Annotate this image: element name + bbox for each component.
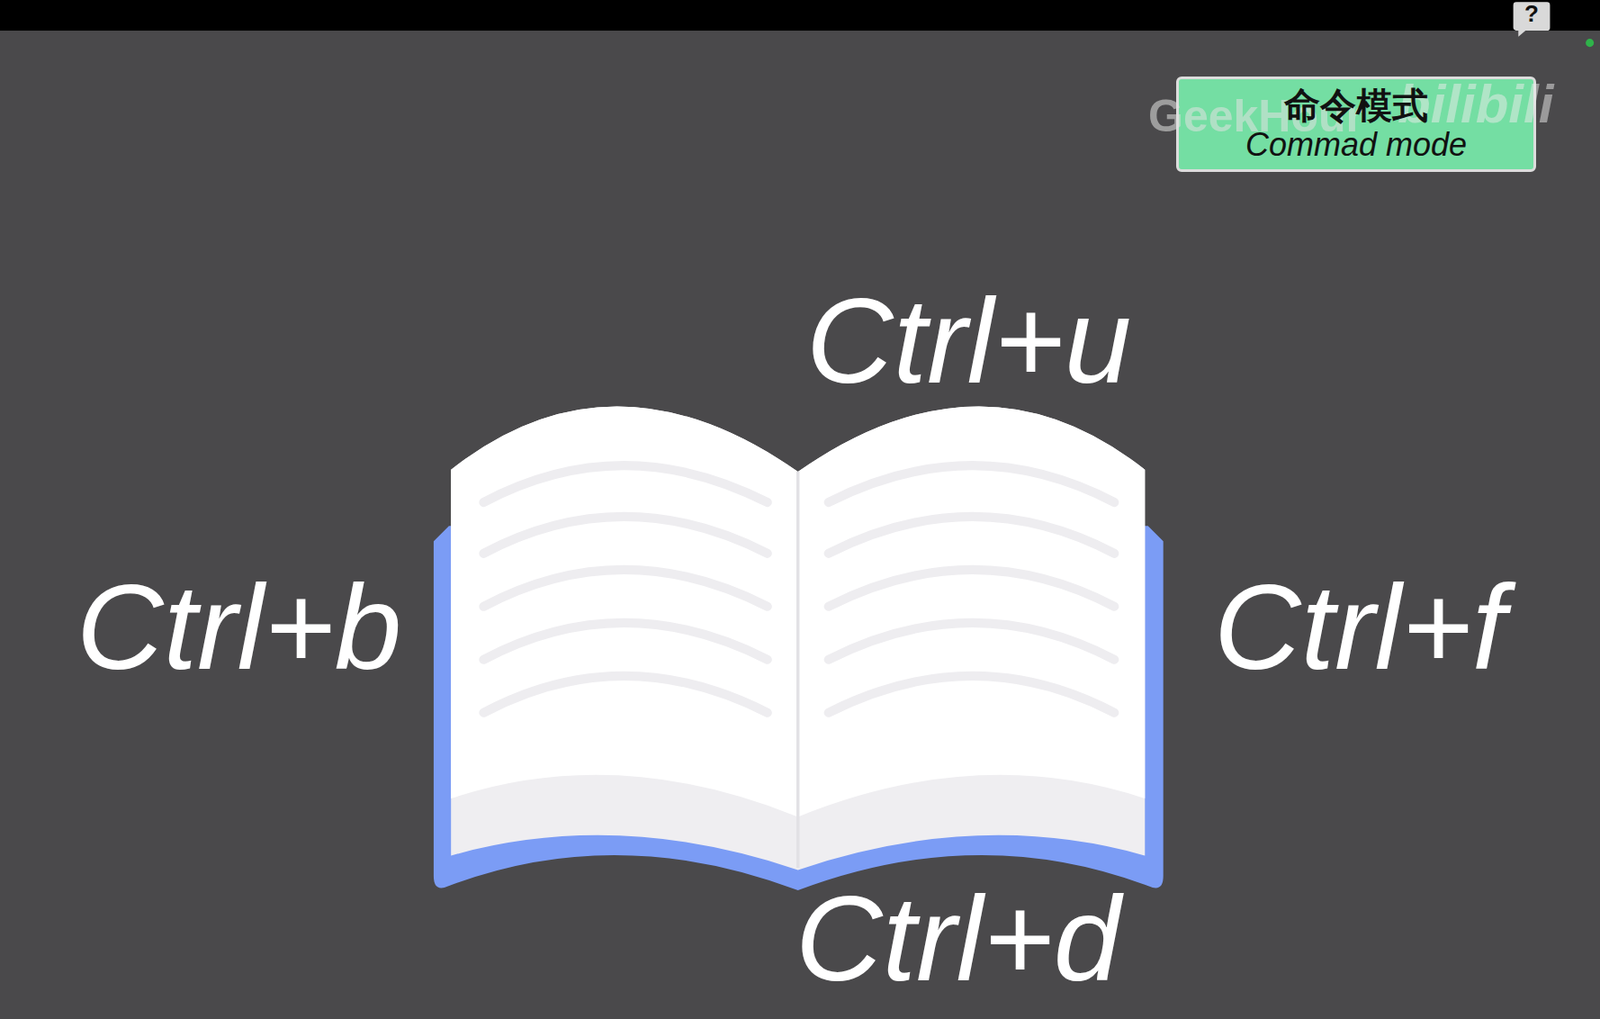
book-spine	[796, 471, 800, 868]
shortcut-key: Ctrl+u	[806, 280, 1132, 402]
shortcut-key: Ctrl+d	[795, 878, 1121, 999]
text-lines	[483, 465, 1115, 712]
help-icon	[1513, 1, 1551, 37]
mode-subtitle: Commad mode	[1245, 125, 1467, 163]
shortcut-key: Ctrl+f	[1213, 566, 1506, 688]
shortcut-key: Ctrl+b	[76, 566, 402, 688]
top-bar	[0, 0, 1600, 31]
status-dot	[1585, 38, 1594, 47]
mode-title: 命令模式	[1284, 84, 1429, 126]
page-stack	[450, 405, 1145, 870]
help-icon-mark: ?	[1513, 1, 1550, 26]
